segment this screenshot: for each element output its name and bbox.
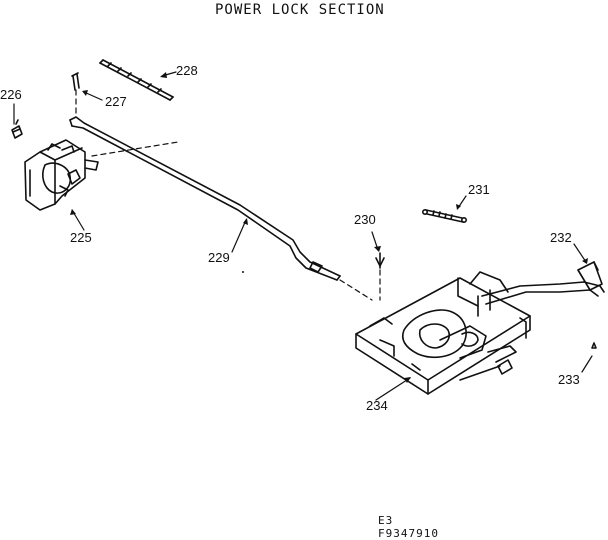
arrowhead-232 — [582, 258, 588, 264]
part-234-base-plate — [356, 272, 604, 394]
callout-233: 233 — [558, 372, 580, 387]
leader-232 — [574, 244, 586, 262]
arrowhead-230 — [374, 246, 381, 252]
arrowhead-229 — [243, 218, 248, 225]
callout-227: 227 — [105, 94, 127, 109]
callout-225: 225 — [70, 230, 92, 245]
callout-232: 232 — [550, 230, 572, 245]
leader-227 — [84, 92, 102, 100]
part-233-mark — [592, 343, 596, 348]
callout-229: 229 — [208, 250, 230, 265]
callout-230: 230 — [354, 212, 376, 227]
callout-226: 226 — [0, 87, 22, 102]
diagram-title: POWER LOCK SECTION — [215, 2, 385, 18]
arrowhead-227 — [82, 90, 88, 96]
arrowhead-228 — [160, 72, 167, 78]
leader-234 — [376, 378, 410, 400]
part-228-rod — [100, 60, 173, 100]
arrowhead-231 — [456, 204, 461, 210]
part-226-screw — [12, 120, 22, 138]
arrowhead-234 — [404, 377, 411, 383]
part-230-pin — [376, 253, 384, 268]
callout-234: 234 — [366, 398, 388, 413]
speck-mark — [242, 271, 244, 273]
leader-233 — [582, 356, 592, 372]
part-227-pin — [72, 73, 79, 90]
part-229-rod — [70, 117, 340, 280]
arrowhead-225 — [70, 209, 76, 215]
part-231-spring — [423, 210, 466, 222]
callout-228: 228 — [176, 63, 198, 78]
dashed-leaders — [76, 90, 380, 300]
leader-arrowheads — [70, 72, 588, 383]
part-232-wedge — [578, 262, 602, 290]
callout-231: 231 — [468, 182, 490, 197]
leader-lines — [14, 72, 592, 400]
leader-229 — [232, 220, 246, 252]
part-225-actuator — [25, 140, 98, 210]
footer-code-line2: F9347910 — [378, 527, 439, 540]
footer-code-line1: E3 — [378, 514, 394, 527]
